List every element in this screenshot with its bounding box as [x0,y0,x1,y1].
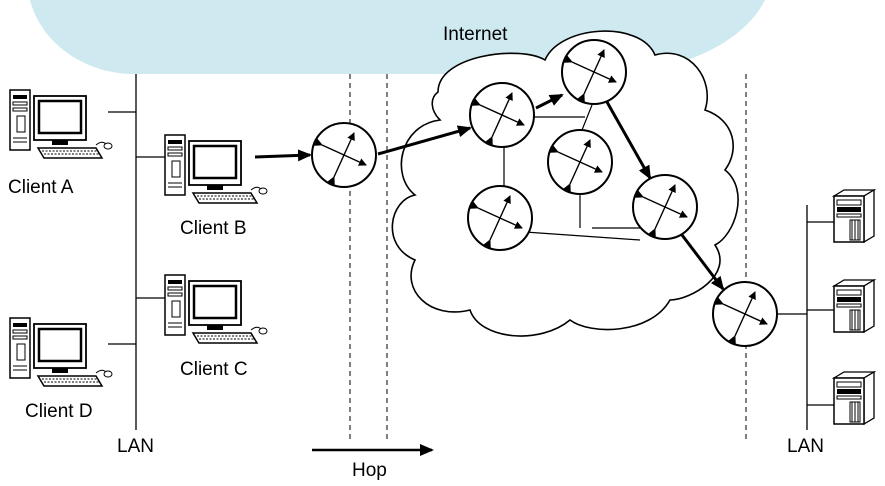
hop-label: Hop [352,460,387,481]
router-5 [633,175,697,239]
client-d-label: Client D [25,401,93,422]
client-a-label: Client A [8,177,74,198]
lan-left-label: LAN [117,436,154,457]
internet-label: Internet [443,24,508,45]
router-3 [548,130,612,194]
client-b-label: Client B [180,218,247,239]
router-2 [562,40,626,104]
client-c-label: Client C [180,359,248,380]
client-d-computer [8,316,114,388]
router-4 [468,186,532,250]
router-1 [470,83,534,147]
client-a-computer [8,88,114,160]
server-2 [833,279,875,333]
lan-right-label: LAN [787,436,824,457]
client-b-computer [163,133,269,205]
server-1 [833,189,875,243]
router-edge-left [312,123,376,187]
server-3 [833,371,875,425]
client-c-computer [163,273,269,345]
router-edge-right [713,282,777,346]
